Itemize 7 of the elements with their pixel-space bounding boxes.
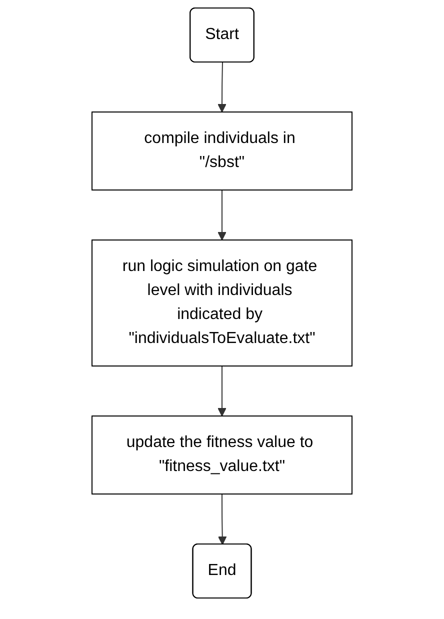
- arrow: [218, 494, 227, 545]
- arrow: [218, 190, 226, 240]
- arrow: [218, 62, 226, 112]
- node-box: run logic simulation on gate level with individuals indicated by "individualsToEvaluate.txt": [92, 240, 352, 366]
- arrow: [218, 366, 226, 416]
- node-box: compile individuals in "/sbst": [92, 112, 352, 190]
- node-box: update the fitness value to "fitness_value.txt": [92, 416, 352, 494]
